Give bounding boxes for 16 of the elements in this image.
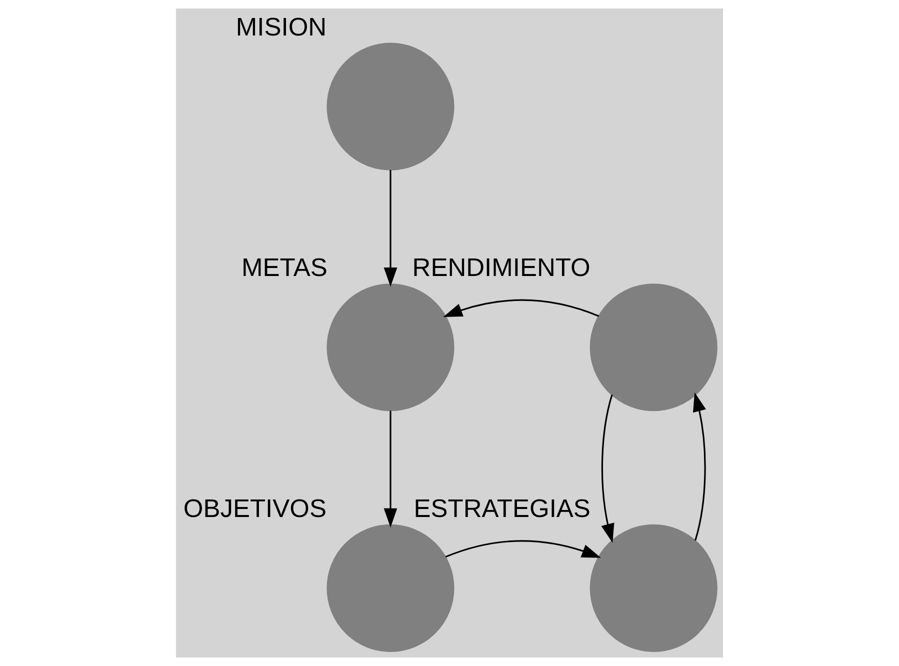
arrow (384, 170, 398, 287)
node-label: MISION (236, 13, 327, 42)
arrow (384, 410, 398, 528)
node-circle (326, 42, 454, 170)
arrow (443, 299, 600, 317)
node-circle (590, 284, 718, 412)
node-label: ESTRATEGIAS (414, 494, 590, 523)
arrow (692, 392, 706, 541)
arrow (601, 394, 614, 543)
node-circle (326, 524, 454, 652)
node-label: OBJETIVOS (183, 494, 327, 523)
arrow (445, 540, 602, 558)
node-circle (326, 284, 454, 412)
node-label: RENDIMIENTO (412, 254, 590, 282)
node-label: METAS (241, 254, 328, 282)
node-circle (590, 524, 718, 652)
